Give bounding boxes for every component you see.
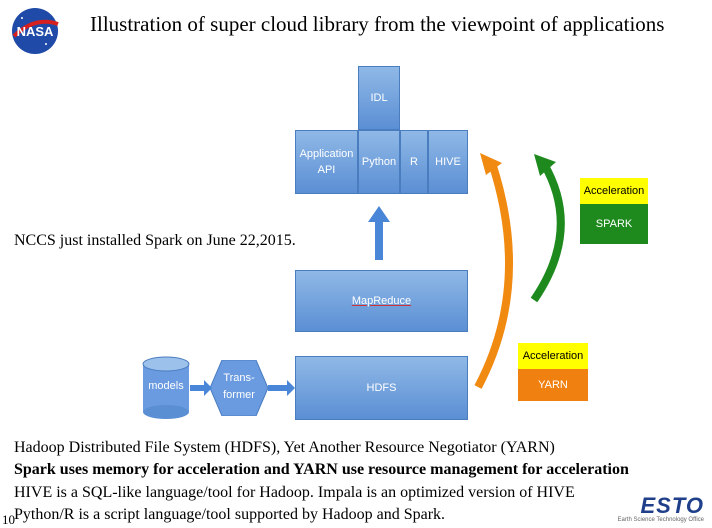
- transformer-hexagon: [210, 360, 268, 416]
- page-number: 10: [2, 512, 15, 527]
- spark-acceleration-label: Acceleration: [580, 178, 648, 204]
- python-box: Python: [358, 130, 400, 194]
- note-line-3: HIVE is a SQL-like language/tool for Had…: [14, 484, 575, 501]
- application-api-box: Application API: [295, 130, 358, 194]
- up-arrow-icon: [368, 206, 390, 260]
- transformer-label: Trans- former: [223, 372, 255, 401]
- install-note: NCCS just installed Spark on June 22,201…: [14, 232, 296, 249]
- mapreduce-box: MapReduce: [295, 270, 468, 332]
- right-arrow-icon: [268, 380, 295, 396]
- hive-box: HIVE: [428, 130, 468, 194]
- idl-box: IDL: [358, 66, 400, 130]
- nasa-logo-text: NASA: [17, 24, 54, 39]
- hdfs-box: HDFS: [295, 356, 468, 420]
- models-cylinder: [142, 356, 190, 419]
- models-label: models: [148, 380, 184, 392]
- yarn-acceleration-label: Acceleration: [518, 343, 588, 369]
- note-line-2: Spark uses memory for acceleration and Y…: [14, 461, 629, 478]
- note-line-4: Python/R is a script language/tool suppo…: [14, 506, 446, 523]
- right-arrow-icon: [190, 380, 212, 396]
- spark-box: SPARK: [580, 204, 648, 244]
- mapreduce-label: MapReduce: [351, 295, 412, 307]
- nasa-logo: NASA: [12, 8, 59, 54]
- esto-logo: ESTO Earth Science Technology Office: [617, 493, 705, 524]
- note-line-1: Hadoop Distributed File System (HDFS), Y…: [14, 439, 555, 456]
- esto-subtitle: Earth Science Technology Office: [617, 517, 705, 523]
- spark-curved-arrow-icon: [530, 154, 565, 303]
- esto-logo-text: ESTO: [640, 493, 704, 518]
- yarn-box: YARN: [518, 369, 588, 401]
- r-box: R: [400, 130, 428, 194]
- yarn-curved-arrow-icon: [474, 153, 514, 389]
- page-title: Illustration of super cloud library from…: [90, 12, 665, 36]
